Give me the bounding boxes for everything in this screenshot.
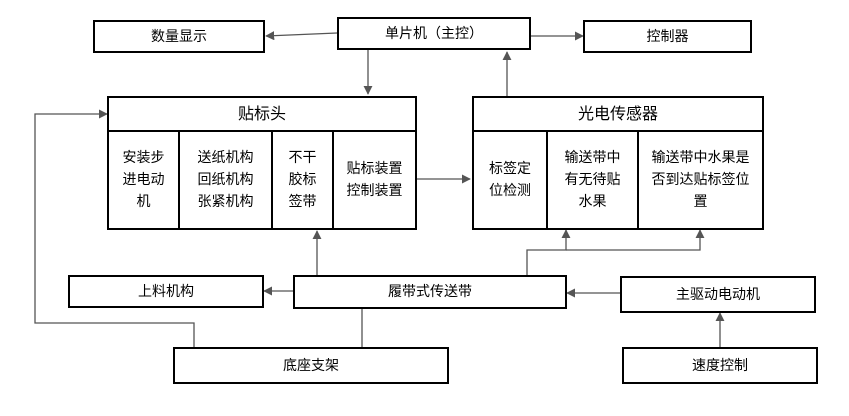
- speed-control-label: 速度控制: [692, 357, 748, 374]
- label-positioning-box: 标签定 位检测: [472, 130, 548, 230]
- paper-mechanisms-box: 送纸机构 回纸机构 张紧机构: [178, 130, 273, 230]
- arrow-conveyor-to-fruit-position: [566, 229, 705, 251]
- feeding-box: 上料机构: [68, 275, 264, 308]
- label-positioning-label: 标签定 位检测: [489, 161, 531, 199]
- main-motor-box: 主驱动电动机: [620, 276, 816, 313]
- non-drying-tape-box: 不干 胶标 签带: [271, 130, 334, 230]
- mcu-label: 单片机（主控）: [385, 25, 483, 42]
- controller-label: 控制器: [646, 28, 689, 45]
- main-motor-label: 主驱动电动机: [676, 286, 760, 303]
- speed-control-box: 速度控制: [622, 347, 818, 384]
- stepper-motor-box: 安装步 进电动 机: [107, 130, 180, 230]
- mcu-box: 单片机（主控）: [337, 17, 531, 50]
- conveyor-label: 履带式传送带: [388, 284, 472, 300]
- conveyor-box: 履带式传送带: [293, 275, 567, 309]
- fruit-presence-label: 输送带中 有无待贴 水果: [564, 150, 621, 210]
- fruit-position-box: 输送带中水果是 否到达贴标签位 置: [637, 130, 764, 230]
- display-label: 数量显示: [151, 28, 207, 45]
- photo-sensor-title: 光电传感器: [577, 104, 658, 123]
- base-frame-box: 底座支架: [173, 347, 449, 384]
- display-box: 数量显示: [93, 20, 265, 53]
- labeling-control-label: 贴标装置 控制装置: [346, 161, 403, 199]
- arrow-mcu-to-display: [265, 31, 338, 41]
- stepper-motor-label: 安装步 进电动 机: [122, 150, 165, 210]
- labeling-control-box: 贴标装置 控制装置: [332, 130, 417, 230]
- paper-mechanisms-label: 送纸机构 回纸机构 张紧机构: [197, 150, 254, 210]
- non-drying-tape-label: 不干 胶标 签带: [288, 150, 317, 210]
- feeding-label: 上料机构: [138, 283, 194, 300]
- arrow-base-to-label-head: [34, 109, 195, 348]
- base-frame-label: 底座支架: [283, 357, 339, 374]
- fruit-position-label: 输送带中水果是 否到达贴标签位 置: [651, 150, 750, 210]
- label-head-title-box: 贴标头: [107, 96, 417, 132]
- fruit-presence-box: 输送带中 有无待贴 水果: [546, 130, 639, 230]
- arrow-conveyor-to-fruit-presence: [526, 229, 571, 276]
- controller-box: 控制器: [583, 20, 752, 53]
- label-head-title: 贴标头: [237, 104, 286, 123]
- photo-sensor-title-box: 光电传感器: [472, 96, 764, 132]
